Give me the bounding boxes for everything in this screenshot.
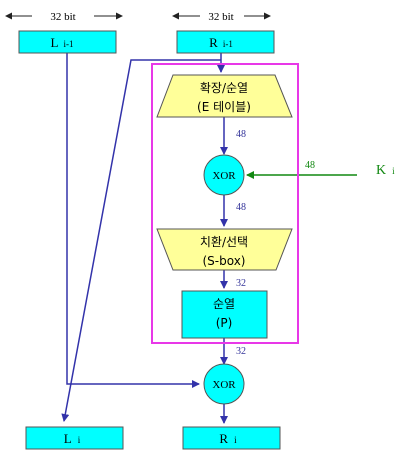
final-xor-label: XOR: [212, 379, 236, 391]
output-r-box-rect: [182, 426, 281, 450]
substitution-label-1: 치환/선택: [200, 235, 248, 249]
key-sub: i: [392, 166, 395, 176]
input-r-sub: i-1: [223, 39, 233, 49]
final-xor-node: XOR: [203, 363, 245, 405]
r-to-l-output-line: [61, 59, 221, 422]
input-l-box-rect: [18, 30, 117, 54]
l-to-final-xor-line: [66, 53, 200, 388]
bits-e-to-xor: 48: [236, 129, 246, 140]
bits-s-to-p: 32: [236, 278, 246, 289]
final-xor-circle: [203, 363, 245, 405]
svg-text:Li: Li: [64, 431, 81, 446]
permutation-block: 순열 (P): [181, 290, 268, 339]
output-r-main: R: [219, 431, 228, 446]
bit-labels: 48 48 48 32 32: [236, 129, 315, 357]
svg-text:Ri: Ri: [219, 431, 237, 446]
right-width-indicator: 32 bit: [172, 11, 271, 23]
output-l-box-rect: [25, 426, 124, 450]
output-l-main: L: [64, 431, 72, 446]
f-function-frame: [151, 63, 299, 344]
f-xor-label: XOR: [212, 170, 236, 182]
expansion-label-2: (E 테이블): [197, 100, 251, 114]
substitution-block: 치환/선택 (S-box): [156, 228, 293, 271]
bits-xor-to-s: 48: [236, 202, 246, 213]
output-l-sub: i: [78, 435, 81, 445]
input-l-main: L: [51, 35, 59, 50]
left-width-indicator: 32 bit: [5, 11, 123, 23]
left-width-label: 32 bit: [50, 11, 75, 23]
substitution-trapezoid: [156, 228, 293, 271]
permutation-label-1: 순열: [213, 297, 235, 311]
input-r-main: R: [209, 35, 218, 50]
bits-key-to-xor: 48: [305, 160, 315, 171]
expansion-block: 확장/순열 (E 테이블): [156, 74, 293, 118]
input-l-sub: i-1: [63, 39, 73, 49]
output-r-sub: i: [234, 435, 237, 445]
permutation-box: [181, 290, 268, 339]
bits-p-to-xor: 32: [236, 346, 246, 357]
expansion-trapezoid: [156, 74, 293, 118]
permutation-label-2: (P): [216, 316, 233, 330]
key-main: K: [376, 163, 386, 178]
f-xor-circle: [203, 154, 245, 196]
right-width-label: 32 bit: [208, 11, 233, 23]
svg-text:Li-1: Li-1: [51, 35, 74, 50]
svg-text:Ri-1: Ri-1: [209, 35, 233, 50]
expansion-label-1: 확장/순열: [200, 81, 248, 95]
substitution-label-2: (S-box): [202, 254, 245, 268]
input-r-box-rect: [176, 30, 275, 54]
f-xor-node: XOR: [203, 154, 245, 196]
